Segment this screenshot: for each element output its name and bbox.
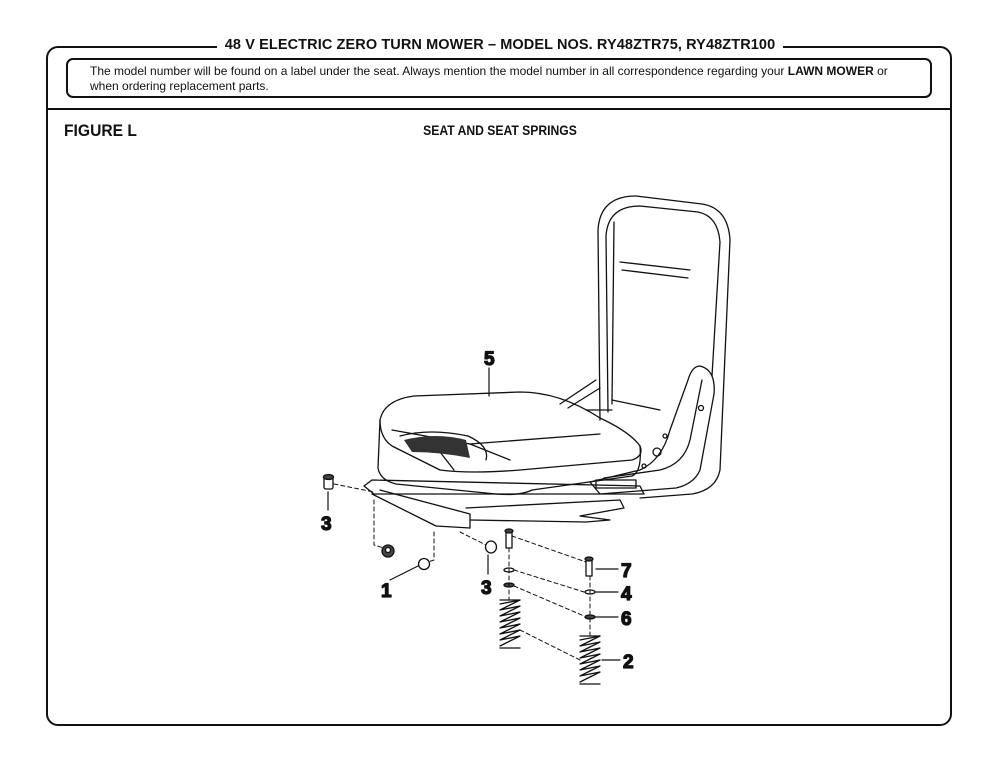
spring-part-left	[499, 599, 521, 649]
seat-slide-rail	[465, 499, 625, 523]
seat-illustration	[363, 195, 731, 529]
assembly-line-bushing-upper	[373, 499, 385, 549]
seat-cushion-fold-2	[469, 443, 511, 461]
bolt-left-shank	[505, 531, 513, 549]
callout-spacer: 6	[621, 609, 632, 630]
notice-text-start: The model number will be found on a labe…	[90, 64, 788, 78]
seat-backrest-seam-lower	[611, 399, 661, 411]
spring-part-right	[579, 635, 601, 685]
seat-backrest-seam-mid	[621, 269, 689, 279]
leader-bushing	[389, 565, 419, 581]
callout-spring: 2	[623, 652, 634, 673]
spring-right-coil	[579, 635, 601, 683]
seat-hinge-pivot	[652, 447, 662, 457]
callout-bolt: 7	[621, 561, 632, 582]
header-title-text: 48 V ELECTRIC ZERO TURN MOWER – MODEL NO…	[216, 37, 784, 53]
pin-right-body	[484, 540, 498, 554]
pin-part-right	[484, 540, 498, 554]
seat-cushion-bolster	[399, 431, 488, 461]
bolt-right-shank	[585, 559, 593, 577]
callout-bushing: 1	[381, 581, 392, 602]
model-number-notice: The model number will be found on a labe…	[66, 58, 932, 98]
pin-part-left	[322, 473, 335, 490]
bushing-upper-hole	[384, 546, 392, 554]
leader-lines	[327, 367, 621, 661]
seat-back-strut	[559, 379, 613, 411]
callout-pin-left: 3	[321, 514, 332, 535]
callout-washer: 4	[621, 584, 632, 605]
figure-title: SEAT AND SEAT SPRINGS	[423, 123, 577, 138]
notice-text-end: or when ordering replacement parts.	[90, 64, 888, 93]
seat-hinge-bolt-3	[641, 463, 647, 469]
spring-left-ends	[499, 599, 521, 649]
assembly-line-spacer	[513, 585, 585, 617]
seat-backrest-seam-upper	[619, 261, 691, 271]
bolt-part	[504, 528, 594, 577]
seat-base-rail-front	[363, 479, 645, 495]
notice-text-bold: LAWN MOWER	[787, 64, 874, 78]
page-header-title: 48 V ELECTRIC ZERO TURN MOWER – MODEL NO…	[0, 37, 1000, 53]
assembly-line-pin-right	[459, 531, 487, 546]
assembly-line-bolt	[511, 535, 587, 563]
seat-hinge-bracket-inner	[603, 379, 703, 479]
bolt-right-head	[584, 556, 594, 562]
pin-left-head	[322, 473, 335, 481]
seat-hinge-bolt-2	[662, 433, 668, 439]
callout-pin-right: 3	[481, 578, 492, 599]
figure-label: FIGURE L	[64, 121, 137, 140]
header-divider	[47, 108, 950, 110]
assembly-line-bushing-lower	[427, 531, 435, 563]
bushing-lower-ring	[417, 557, 431, 571]
seat-backrest-outline	[597, 195, 731, 499]
seat-latch	[595, 479, 637, 489]
spring-left-coil	[499, 599, 521, 647]
seat-backrest-side-line	[611, 221, 615, 405]
bushing-part-lower	[417, 557, 431, 571]
seat-hinge-bracket	[589, 365, 715, 495]
seat-backrest-cushion	[605, 205, 721, 413]
seat-hinge-bolt-1	[697, 404, 705, 412]
seat-base-rail-side	[371, 489, 471, 529]
assembly-line-spring	[519, 629, 581, 661]
callout-seat: 5	[484, 349, 495, 370]
assembly-lines	[333, 483, 591, 661]
assembly-line-pin-left	[333, 483, 375, 493]
seat-cushion-shadow	[404, 436, 470, 458]
bolt-left-head	[504, 528, 514, 534]
assembly-line-washer	[513, 569, 585, 593]
bushing-part-upper	[381, 544, 395, 558]
